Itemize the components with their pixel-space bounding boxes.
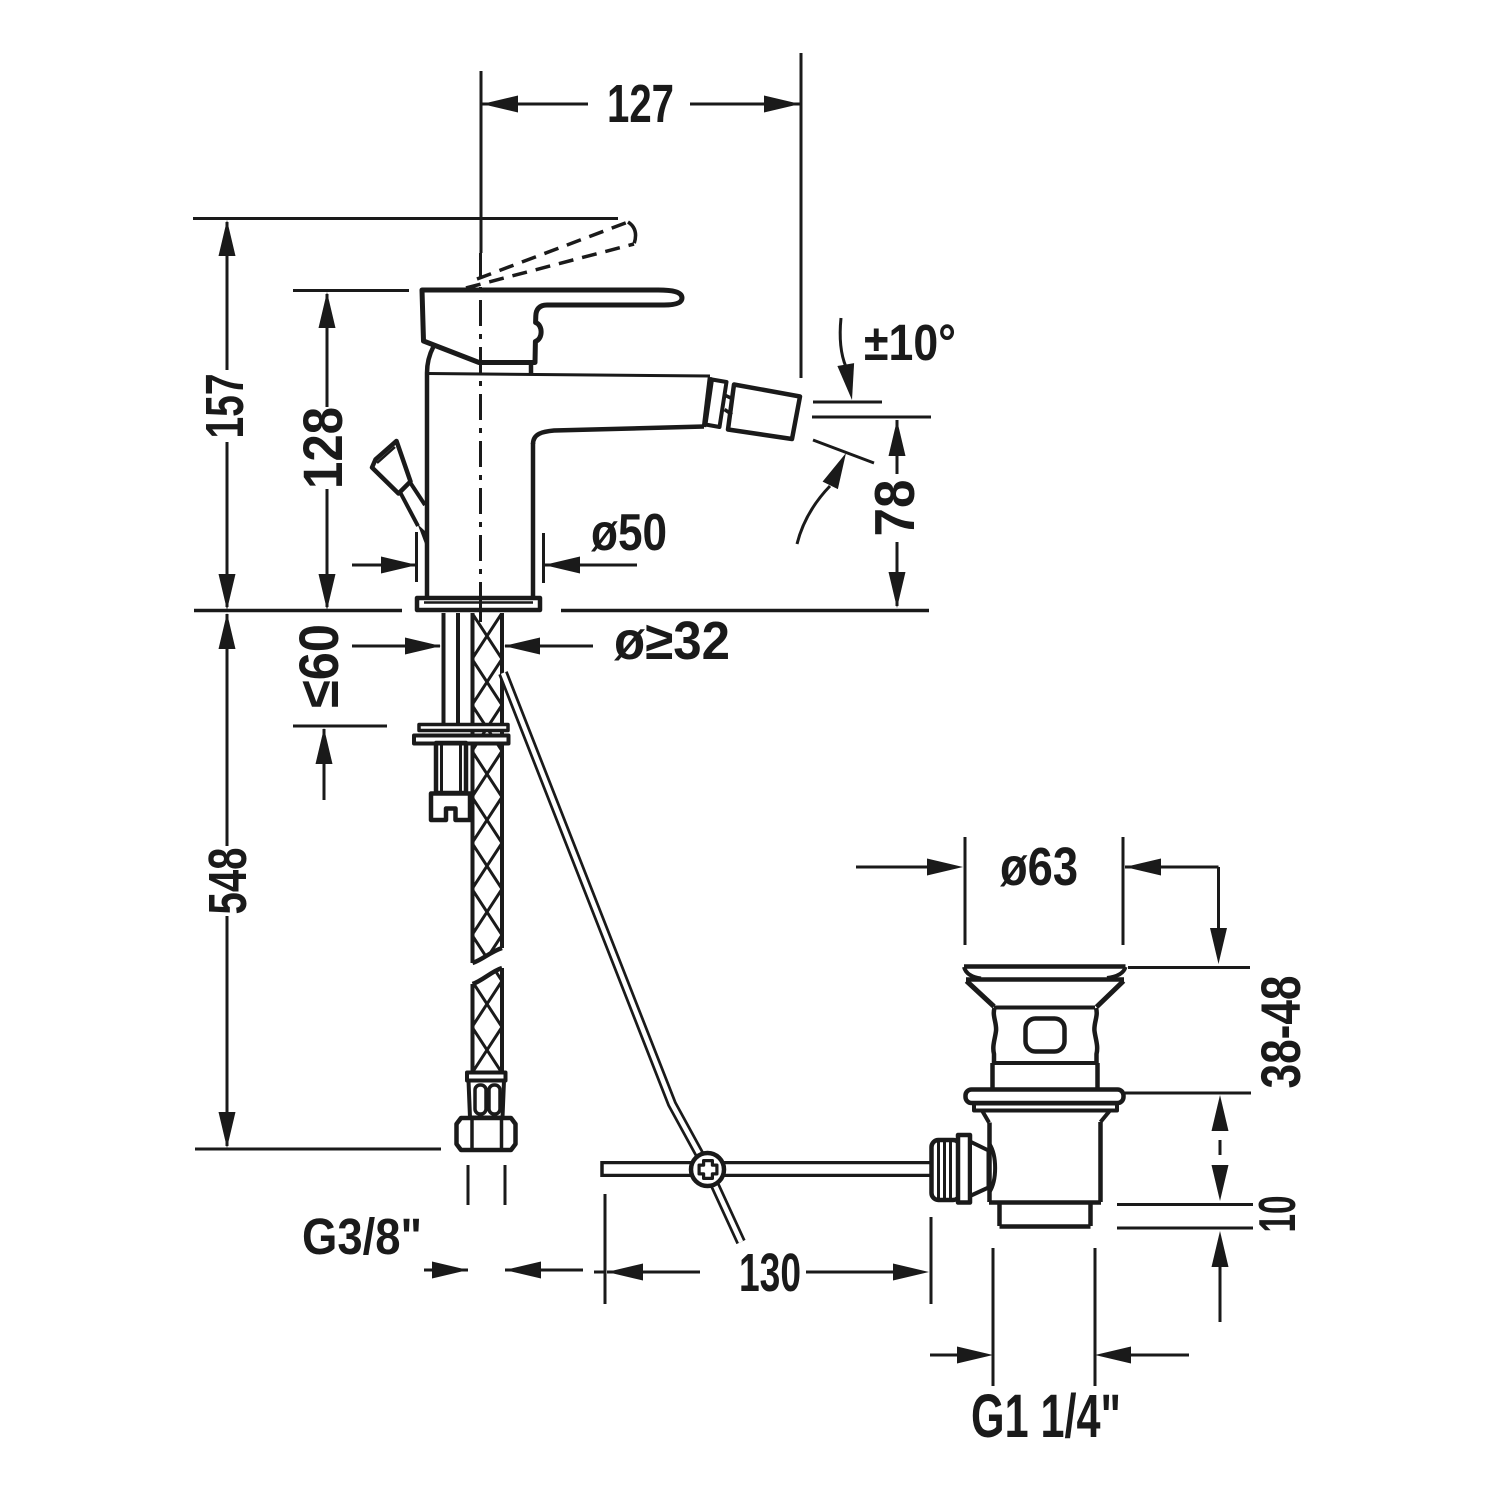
- svg-text:127: 127: [607, 74, 674, 134]
- svg-text:128: 128: [291, 407, 354, 489]
- svg-text:G1 1/4": G1 1/4": [971, 1382, 1121, 1450]
- svg-text:≤60: ≤60: [287, 624, 350, 708]
- svg-text:38-48: 38-48: [1249, 976, 1312, 1089]
- svg-text:G3/8": G3/8": [302, 1208, 422, 1265]
- svg-text:ø50: ø50: [591, 504, 667, 562]
- svg-text:ø≥32: ø≥32: [614, 611, 730, 671]
- svg-text:157: 157: [195, 374, 255, 439]
- svg-text:±10°: ±10°: [864, 314, 956, 371]
- svg-text:130: 130: [739, 1243, 801, 1303]
- svg-text:10: 10: [1249, 1196, 1307, 1233]
- svg-text:548: 548: [198, 848, 258, 915]
- svg-text:ø63: ø63: [1000, 837, 1078, 897]
- svg-text:78: 78: [863, 480, 927, 537]
